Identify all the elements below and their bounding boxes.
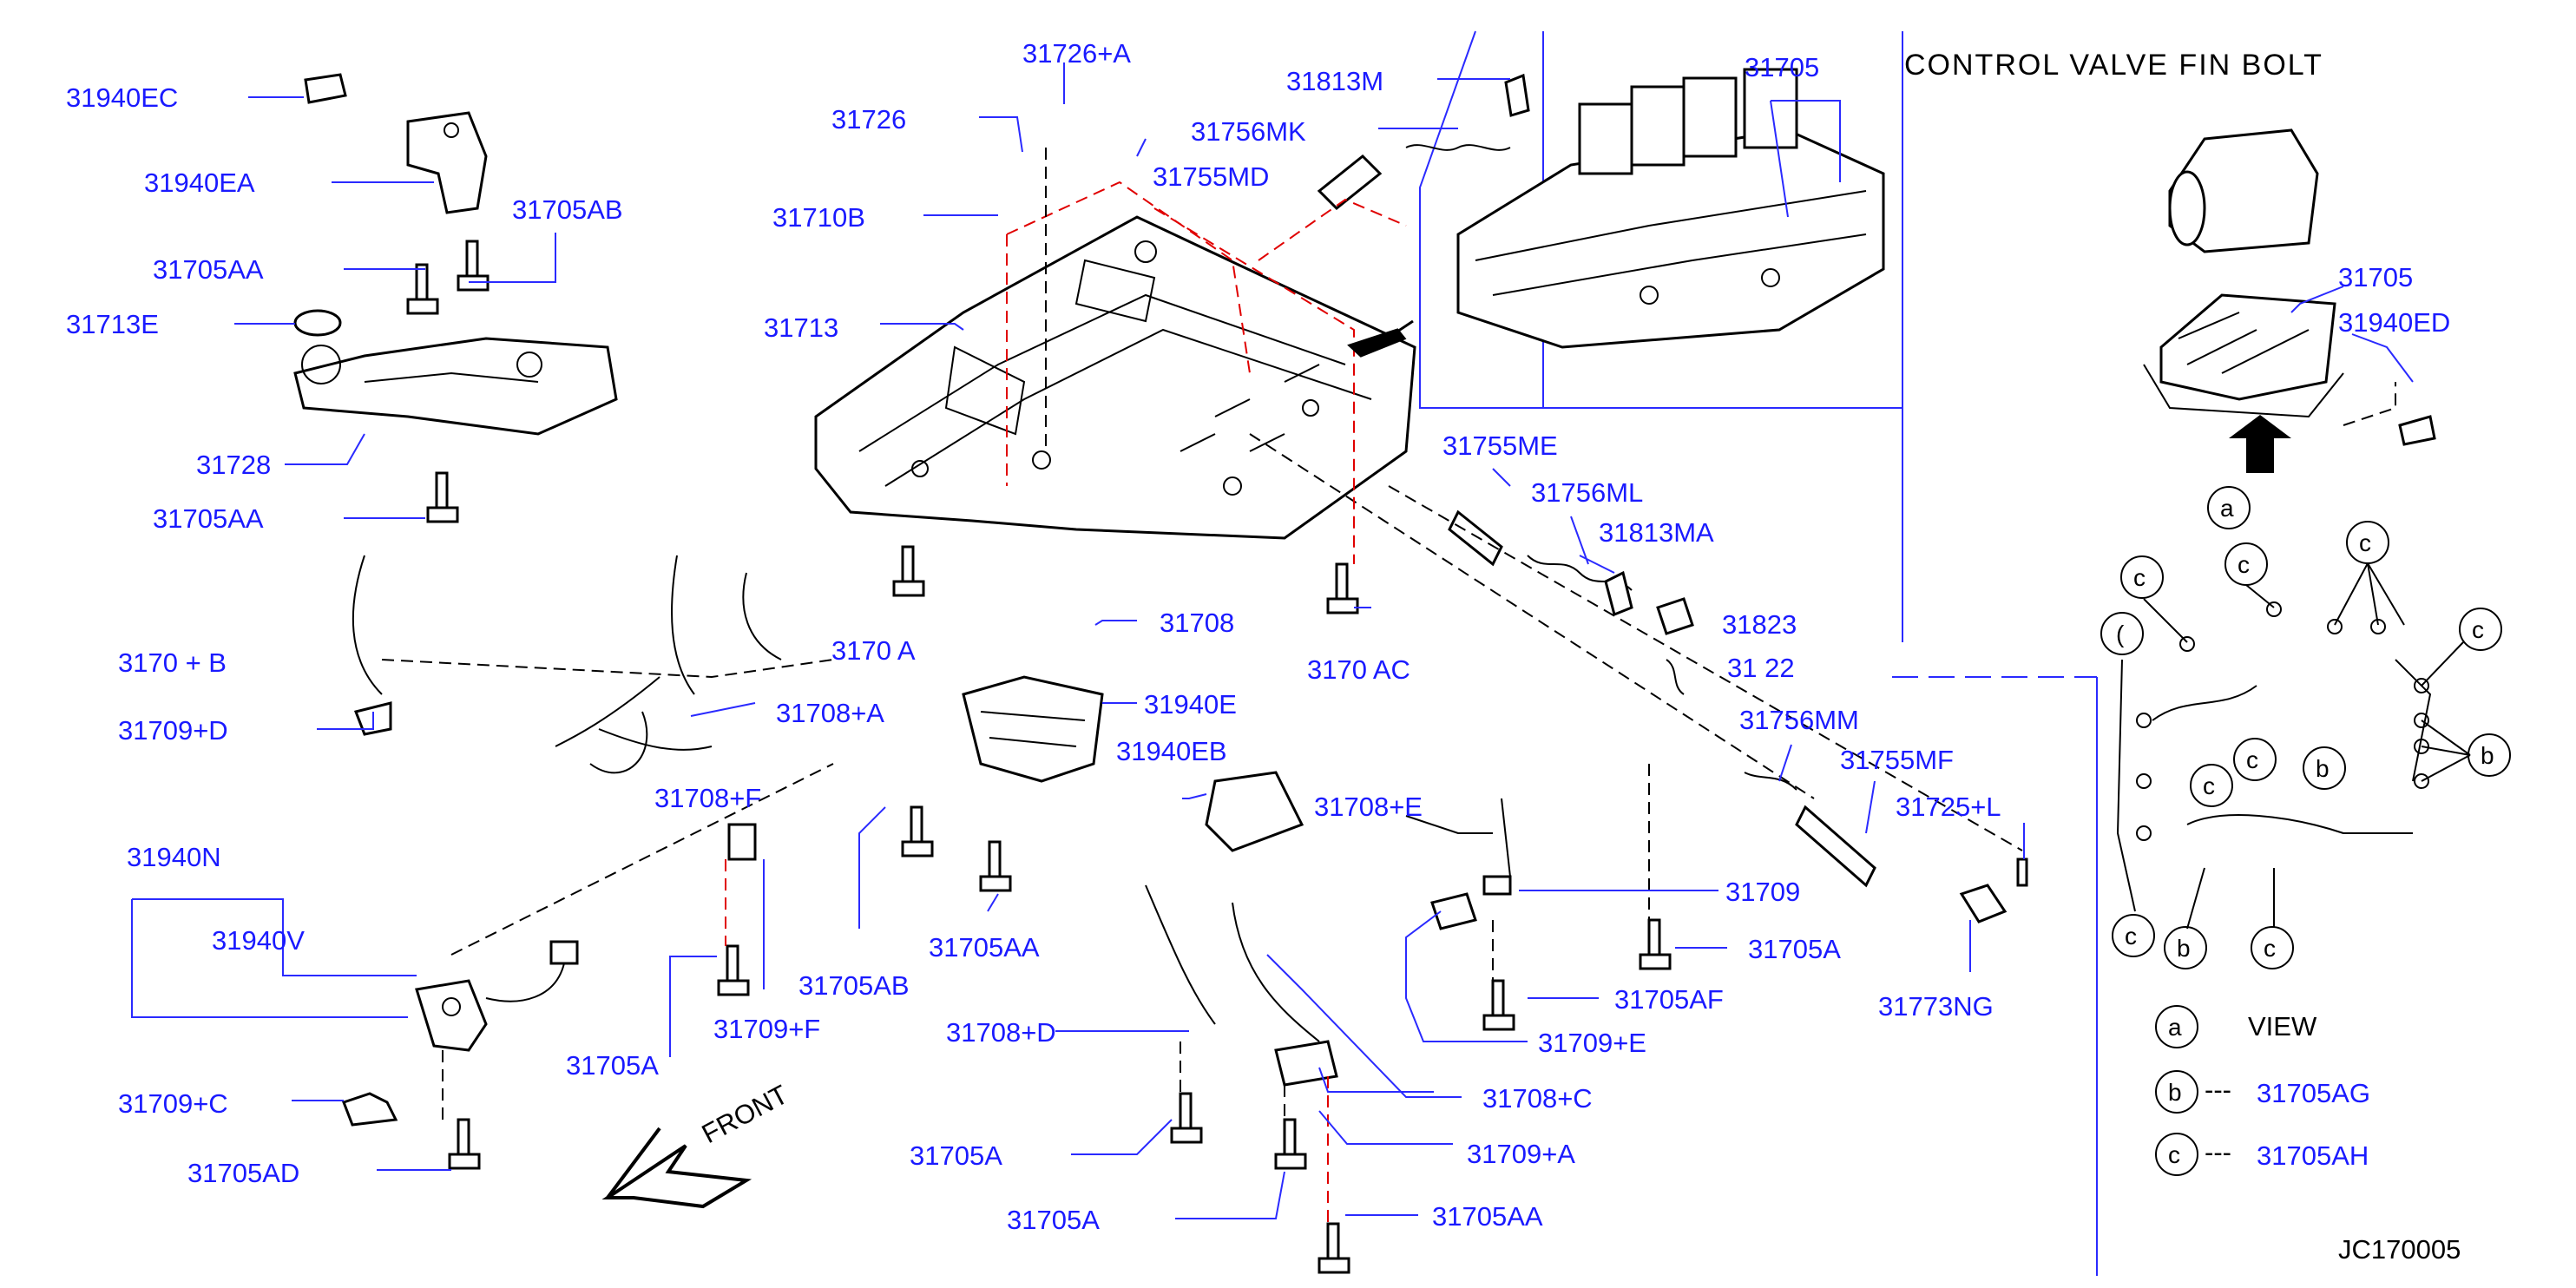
label-31705af: 31705AF [1614,984,1724,1015]
label-31705a-r: 31705A [1748,934,1841,964]
legend-c-marker: c [2168,1141,2180,1168]
legend-a-marker: a [2168,1014,2182,1041]
label-31705aa-c: 31705AA [929,932,1040,963]
label-31940n: 31940N [127,842,221,872]
label-31940ea: 31940EA [144,168,255,198]
label-31705-box: 31705 [1745,52,1819,82]
label-31940v: 31940V [212,925,305,956]
marker-c-7: c [2125,923,2137,950]
harness-31940n [342,763,834,1170]
label-31705a-b1: 31705A [910,1140,1002,1171]
label-31705ah: 31705AH [2257,1140,2369,1171]
label-31709a: 31709+A [1467,1139,1575,1169]
label-31708d: 31708+D [946,1017,1056,1048]
label-31705aa-a: 31705AA [153,254,264,285]
label-31709e: 31709+E [1538,1028,1646,1058]
label-31705aa-b: 31705AA [153,503,264,534]
label-31710b: 31710B [772,202,865,233]
label-31822: 31 22 [1727,653,1795,683]
label-31705ab-top: 31705AB [512,194,623,225]
label-31940e: 31940E [1144,689,1237,720]
valve-spools [1249,73,2028,923]
label-31709: 31709 [1725,877,1800,907]
legend-b-marker: b [2168,1079,2182,1106]
label-31705a-l: 31705A [566,1050,659,1081]
label-31813ma: 31813MA [1599,517,1714,548]
callout-markers: a c c c c ( c c b b c b c [2100,486,2511,969]
label-31705ag: 31705AG [2257,1078,2370,1108]
control-valve-inset-31705 [1456,68,1885,349]
small-parts-left [293,73,618,523]
label-31708a: 31708+A [776,698,884,728]
label-31708: 31708 [1160,608,1234,638]
marker-c-4: c [2472,616,2484,643]
label-31726: 31726 [831,104,906,135]
label-31725l: 31725+L [1896,792,2001,822]
label-31708f: 31708+F [654,783,761,813]
red-guide-lines [1006,148,1407,564]
label-31773ng: 31773NG [1878,991,1994,1022]
parts-center-lower [717,545,1672,1274]
label-31756mm: 31756MM [1739,705,1859,735]
label-31709c: 31709+C [118,1088,228,1119]
label-31705ab-b: 31705AB [798,970,910,1001]
label-31708e: 31708+E [1314,792,1423,822]
label-31726a: 31726+A [1022,38,1131,69]
marker-c-1: c [2133,564,2146,591]
label-31756mk: 31756MK [1191,116,1306,147]
label-31708a-partial: 3170 A [831,635,916,666]
label-31940eb: 31940EB [1116,736,1227,766]
front-arrow-icon [601,1127,752,1209]
label-31755me: 31755ME [1442,430,1558,461]
view-label: VIEW [2248,1011,2317,1042]
valve-body-31713 [814,215,1416,540]
label-31705ad: 31705AD [187,1158,299,1188]
label-31705-r: 31705 [2338,262,2413,292]
marker-partial: ( [2116,621,2125,647]
header-title: CONTROL VALVE FIN BOLT [1904,49,2323,82]
label-31705aa-d: 31705AA [1432,1201,1543,1232]
marker-c-5: c [2203,772,2215,799]
inset-frame-lines [1419,30,2098,1276]
legend: a VIEW b --- c --- [2155,1005,2317,1176]
label-31709f: 31709+F [713,1014,820,1044]
legend-c-dashes: --- [2205,1137,2231,1167]
label-31705ac: 3170 AC [1307,654,1410,685]
label-31940ed: 31940ED [2338,307,2450,338]
label-31813m: 31813M [1286,66,1383,96]
right-view-assembly [2143,128,2436,473]
label-31755md: 31755MD [1153,161,1269,192]
label-31708c: 31708+C [1482,1083,1593,1114]
label-31713e: 31713E [66,309,159,339]
label-31940ec: 31940EC [66,82,178,113]
legend-b-dashes: --- [2205,1074,2231,1105]
marker-b-1: b [2316,755,2330,782]
diagram-code: JC170005 [2338,1234,2461,1265]
label-31708b: 3170 + B [118,647,227,678]
label-31705a-b2: 31705A [1007,1205,1100,1235]
label-31755mf: 31755MF [1840,745,1954,775]
marker-b-2: b [2481,742,2494,769]
leader-lines [131,62,2414,1219]
pointer-arrow-icon [1347,319,1414,358]
marker-c-2: c [2238,551,2250,578]
label-31823: 31823 [1722,609,1797,640]
label-31713: 31713 [764,312,838,343]
marker-c-3: c [2359,529,2371,556]
label-31728: 31728 [196,450,271,480]
marker-c-6: c [2246,746,2258,773]
view-arrow-icon [2229,415,2291,473]
front-label: FRONT [697,1079,793,1149]
pipes-left [352,555,834,861]
marker-b-3: b [2177,935,2191,962]
marker-a-view: a [2220,495,2234,522]
marker-c-8: c [2264,935,2276,962]
label-31709d: 31709+D [118,715,228,746]
label-31756ml: 31756ML [1531,477,1643,508]
part-labels: 31940EC 31940EA 31705AB 31705AA 31713E 3… [66,38,2450,1235]
